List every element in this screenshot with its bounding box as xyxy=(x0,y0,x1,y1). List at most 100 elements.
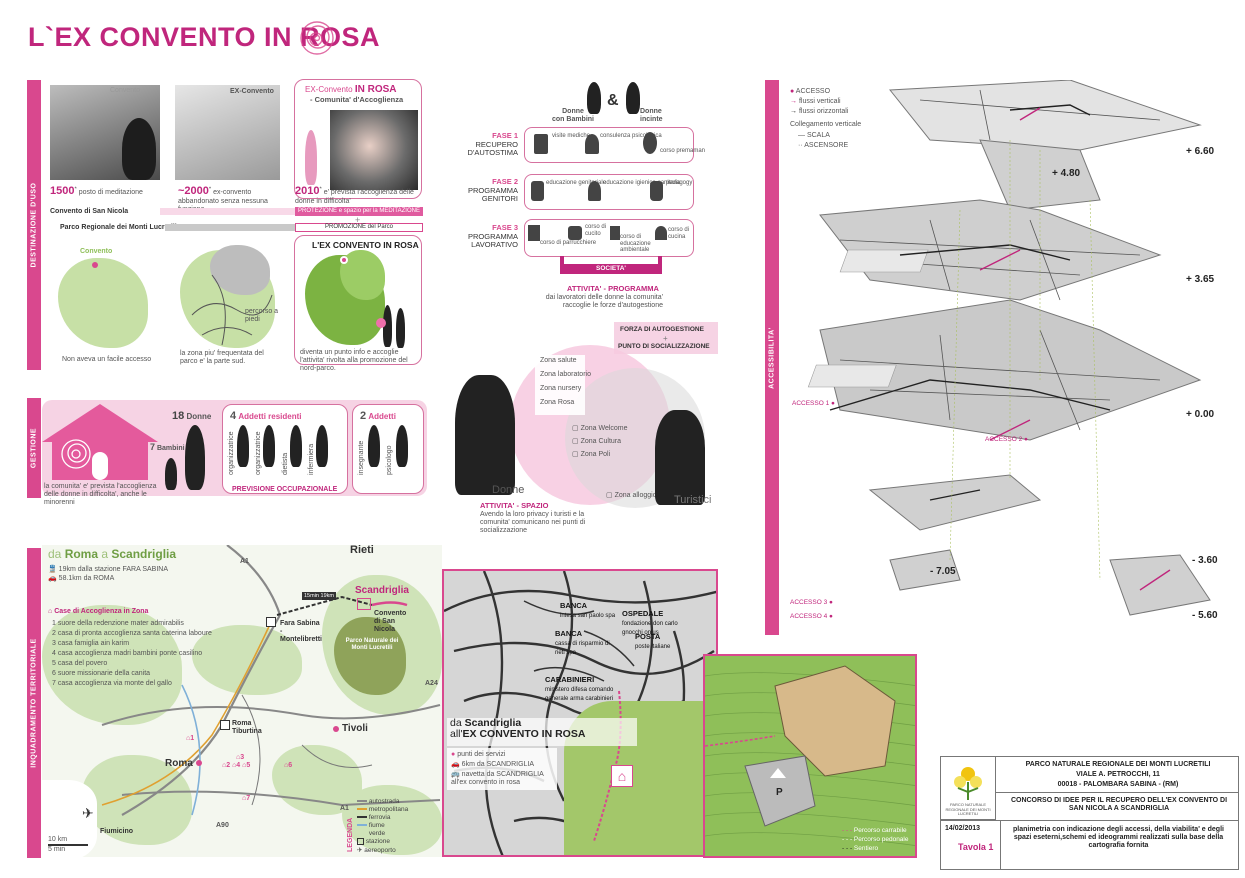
route-heading: da Roma a Scandriglia xyxy=(48,547,177,561)
car-distance: 🚗 58.1km da ROMA xyxy=(48,575,115,582)
tourist-silhouette xyxy=(655,410,705,505)
row2-label: Parco Regionale dei Monti Lucretili xyxy=(60,224,177,231)
fase-3-box xyxy=(524,219,694,257)
accesso-3: ACCESSO 3 ● xyxy=(790,599,833,606)
scale-min: 5 min xyxy=(48,846,66,853)
row1-bar-pale xyxy=(160,208,295,215)
roma-label: Roma xyxy=(165,758,193,769)
section-destinazione: DESTINAZIONE D'USO xyxy=(27,80,41,370)
legenda-title: LEGENDA xyxy=(347,817,354,852)
case-title: ⌂ Case di Accoglienza in Zona xyxy=(48,608,149,615)
fiumicino-label: Fiumicino xyxy=(100,828,134,835)
pedagogy-icon xyxy=(650,181,663,201)
societa-bar: SOCIETA' xyxy=(562,264,660,273)
rieti-label: Rieti xyxy=(350,544,374,556)
attivita-spazio-title: ATTIVITA' - SPAZIO xyxy=(480,501,549,510)
scissors-icon xyxy=(528,225,540,241)
map1-caption: Non aveva un facile accesso xyxy=(62,356,152,363)
fase2-item2: educazione igienico-sanitaria xyxy=(603,180,681,186)
fase3-item4: corso di cucina xyxy=(668,227,690,240)
fase2-item1: educazione genitoriale xyxy=(546,180,607,186)
fase3-item3: corso di educazione ambientale xyxy=(620,234,651,254)
tavola: Tavola 1 xyxy=(958,842,994,852)
rosa-subtitle: - Comunita' d'Accoglienza xyxy=(310,95,404,104)
site-plan xyxy=(703,654,917,858)
park-logo-icon xyxy=(954,767,982,800)
donne-count: 18 Donne xyxy=(172,410,212,422)
year-1500: 1500* posto di meditazione xyxy=(50,185,143,197)
level-6-60: + 6.60 xyxy=(1186,146,1215,157)
town-legend-3: 🚌 navetta da SCANDRIGLIA all'ex convento… xyxy=(451,771,544,787)
org-line-3: 00018 - PALOMBARA SABINA - (RM) xyxy=(1057,781,1179,788)
fase1-item3: corso premaman xyxy=(660,148,706,154)
accesso-4: ACCESSO 4 ● xyxy=(790,613,833,620)
chef-icon xyxy=(655,226,667,240)
addetti-count: 4 Addetti residenti xyxy=(230,410,302,422)
row1-label: Convento di San Nicola xyxy=(50,208,129,215)
map3-title: L'EX CONVENTO IN ROSA xyxy=(312,240,419,250)
ex-convento-label: EX-Convento xyxy=(230,88,274,95)
year-2010: 2010* e' prevista l'accoglienza delle do… xyxy=(295,185,414,205)
rosa-marker-icon xyxy=(340,256,348,264)
fase3-item1: corso di parrucchiere xyxy=(540,240,597,246)
rose-logo-icon xyxy=(300,21,334,55)
previsione-label: PREVISIONE OCCUPAZIONALE xyxy=(232,486,338,493)
parco-label: Parco Naturale dei Monti Lucretili xyxy=(345,638,399,651)
org-line-1: PARCO NATURALE REGIONALE DEI MONTI LUCRE… xyxy=(1025,761,1211,768)
addetti2-box xyxy=(352,404,424,494)
regional-map xyxy=(42,545,442,857)
town-legend-2: 🚗 6km da SCANDRIGLIA xyxy=(451,761,535,768)
parking-label: P xyxy=(776,787,783,798)
house-icon xyxy=(42,404,158,480)
accesso-1: ACCESSO 1 ● xyxy=(792,400,835,407)
hygiene-icon xyxy=(588,181,601,201)
legend-ascensore: ·· ASCENSORE xyxy=(798,142,849,149)
fase-2-box xyxy=(524,174,694,210)
convento-label: Convento xyxy=(110,87,140,94)
fase1-item2: consulenza psicologica xyxy=(600,133,662,139)
ex-convento-photo xyxy=(175,85,280,180)
fara-label: Fara Sabina -Montelibretti xyxy=(280,620,322,644)
train-icon: 🚆 xyxy=(48,566,57,573)
car-small-icon: 🚗 xyxy=(451,761,460,768)
section-accessibilita: ACCESSIBILITA' xyxy=(765,80,779,635)
tavola-description: planimetria con indicazione degli access… xyxy=(1013,826,1224,850)
donne-word: Donne xyxy=(492,484,525,496)
attivita-programma-text: dai lavoratori delle donne la comunita' … xyxy=(545,294,663,310)
ampersand: & xyxy=(607,92,619,109)
level-minus-3-60: - 3.60 xyxy=(1192,555,1218,566)
legend-flussi-o: → flussi orizzontali xyxy=(790,108,849,115)
time-badge: 15min 19km xyxy=(302,592,336,600)
section-inquadramento: INQUADRAMENTO TERRITORIALE xyxy=(27,548,41,858)
map3-caption: diventa un punto info e accoglie l'attiv… xyxy=(300,349,408,373)
scandriglia-label: Scandriglia xyxy=(355,585,409,596)
legend-collegamento: Collegamento verticale xyxy=(790,121,862,128)
legend-scala: — SCALA xyxy=(798,132,830,139)
section-gestione: GESTIONE xyxy=(27,398,41,498)
car-icon: 🚗 xyxy=(48,575,57,582)
child-silhouette xyxy=(165,458,177,490)
row1-bar: PROTEZIONE e spazio per la MEDITAZIONE xyxy=(295,207,423,216)
forza-box xyxy=(614,322,718,354)
legend-accesso: ● ACCESSO xyxy=(790,88,831,95)
scandriglia-box xyxy=(357,598,371,610)
fase-1-box xyxy=(524,127,694,163)
scale-km: 10 km xyxy=(48,836,68,843)
map2-caption: la zona piu' frequentata del parco e' la… xyxy=(180,350,264,366)
tivoli-label: Tivoli xyxy=(342,723,368,734)
zona-alloggio: ▢ Zona alloggio xyxy=(606,492,657,499)
house-mini-icon: ⌂ xyxy=(48,608,53,615)
fara-station-icon xyxy=(266,617,276,627)
zona-welcome: ▢ Zona Welcome xyxy=(572,425,628,432)
fase3-item2: corso di cucito xyxy=(585,224,607,237)
gestione-caption: la comunita' e' prevista l'accoglienza d… xyxy=(44,483,157,507)
